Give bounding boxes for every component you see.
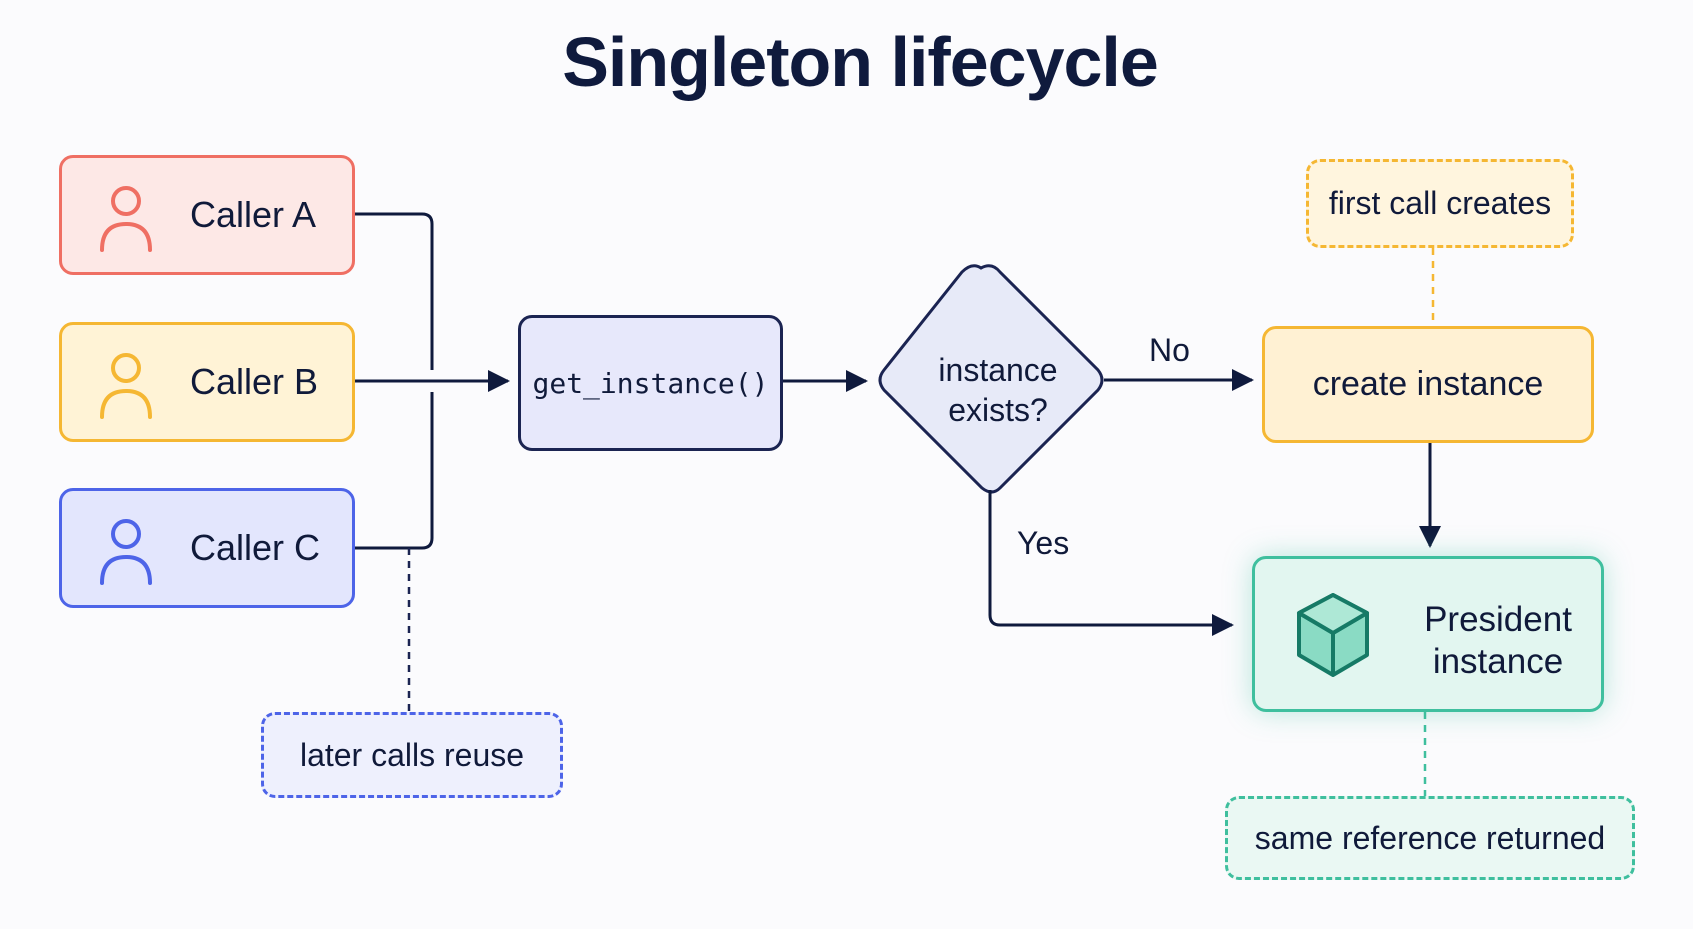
- page-title: Singleton lifecycle: [562, 23, 1159, 101]
- arrow-yes: [988, 490, 1234, 636]
- singleton-instance-node: President instance: [1252, 556, 1604, 712]
- singleton-instance-label-line2: instance: [1432, 642, 1564, 681]
- create-instance-label: create instance: [1312, 365, 1544, 403]
- user-icon: [100, 353, 152, 419]
- user-icon: [100, 186, 152, 252]
- connector-caller-a: [355, 212, 434, 370]
- note-first-call-creates: first call creates: [1306, 159, 1574, 248]
- note-later-calls-reuse: later calls reuse: [261, 712, 563, 798]
- decision-label-line1: instance: [938, 352, 1058, 388]
- caller-a-label: Caller A: [190, 194, 317, 235]
- get-instance-label: get_instance(): [532, 366, 769, 400]
- connector-caller-c: [355, 392, 434, 550]
- decision-label: instance exists?: [888, 350, 1108, 430]
- cube-icon: [1297, 593, 1369, 677]
- create-instance-node: create instance: [1262, 326, 1594, 443]
- get-instance-node: get_instance(): [518, 315, 783, 451]
- note-same-reference-returned: same reference returned: [1225, 796, 1635, 880]
- edge-label-yes: Yes: [1017, 525, 1070, 561]
- singleton-instance-label-line1: President: [1424, 600, 1572, 639]
- caller-b-label: Caller B: [190, 361, 319, 402]
- caller-b-node: Caller B: [59, 322, 355, 442]
- user-icon: [100, 519, 152, 585]
- edge-label-no: No: [1149, 332, 1190, 368]
- decision-label-line2: exists?: [948, 392, 1048, 428]
- caller-a-node: Caller A: [59, 155, 355, 275]
- caller-c-label: Caller C: [190, 527, 321, 568]
- singleton-instance-label: President instance: [1403, 599, 1593, 683]
- caller-c-node: Caller C: [59, 488, 355, 608]
